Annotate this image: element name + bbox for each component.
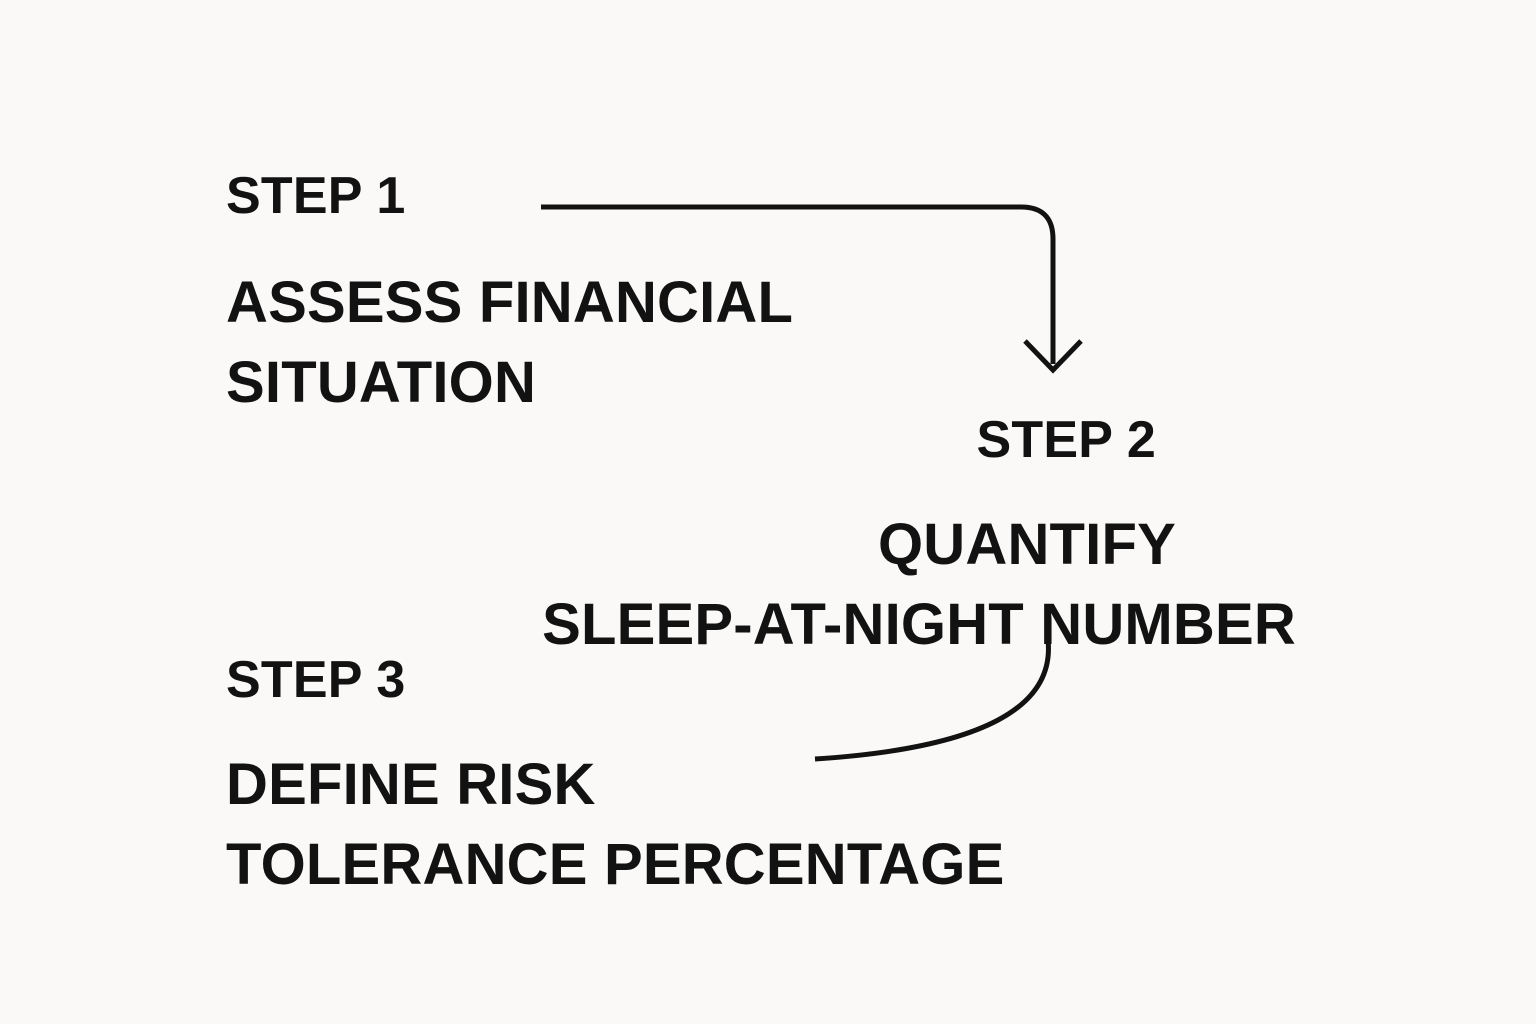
step-1-line-1: ASSESS FINANCIAL — [226, 270, 794, 335]
step-1-label: STEP 1 — [226, 167, 406, 225]
step-3-label: STEP 3 — [226, 651, 406, 709]
step-2-label: STEP 2 — [976, 411, 1156, 469]
step-3-line-2: TOLERANCE PERCENTAGE — [226, 832, 1005, 897]
arrowhead-down-icon — [1023, 339, 1083, 374]
step-1-line-2: SITUATION — [226, 350, 537, 415]
step-block-2: STEP 2 QUANTIFY SLEEP-AT-NIGHT NUMBER — [0, 414, 1296, 654]
step-2-line-2: SLEEP-AT-NIGHT NUMBER — [542, 592, 1296, 657]
step-2-line-1: QUANTIFY — [877, 512, 1176, 577]
step-block-3: STEP 3 DEFINE RISK TOLERANCE PERCENTAGE — [226, 654, 1004, 894]
step-block-1: STEP 1 ASSESS FINANCIAL SITUATION — [226, 170, 793, 412]
step-3-line-1: DEFINE RISK — [226, 752, 596, 817]
